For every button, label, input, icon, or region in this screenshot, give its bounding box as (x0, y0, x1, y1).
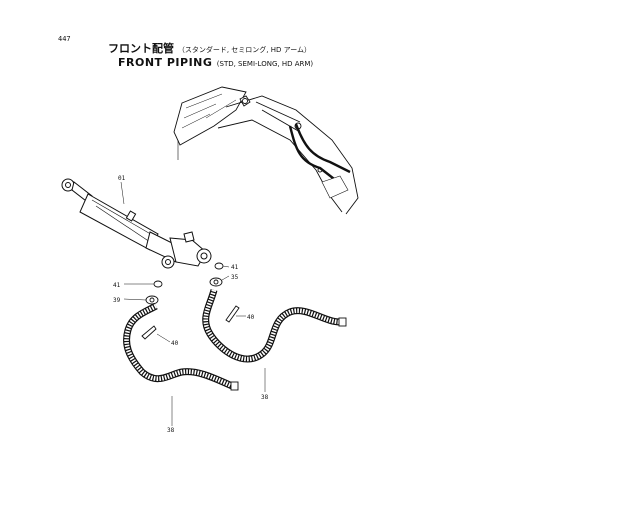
callout-40-left: 40 (171, 340, 179, 347)
page-number: 447 (58, 35, 71, 43)
bolt-40-right (225, 305, 240, 323)
inset-arm-illustration (173, 86, 359, 215)
title-japanese-sub: （スタンダード, セミロング, HD アーム） (177, 46, 311, 54)
title-english-main: FRONT PIPING (118, 56, 213, 69)
title-japanese: フロント配管 （スタンダード, セミロング, HD アーム） (108, 40, 311, 56)
title-japanese-main: フロント配管 (108, 42, 174, 55)
hose-assembly-left (123, 302, 239, 391)
bolt-40-left (141, 325, 157, 340)
callout-38-right: 38 (261, 394, 269, 401)
hose-assembly-right (202, 289, 347, 363)
leader-lines (120, 181, 266, 426)
bucket-cylinder (61, 178, 212, 269)
callout-41-left: 41 (113, 282, 121, 289)
callout-38-left: 38 (167, 427, 175, 434)
callout-01: 01 (118, 175, 126, 182)
callout-labels: 01 41 41 35 39 40 40 38 38 (113, 175, 269, 434)
callout-41-right: 41 (231, 264, 239, 271)
callout-39: 39 (113, 297, 121, 304)
o-ring-41-left (153, 280, 163, 288)
fittings (141, 262, 240, 340)
callout-40-right: 40 (247, 314, 255, 321)
title-english: FRONT PIPING (STD, SEMI-LONG, HD ARM) (118, 56, 313, 69)
callout-35: 35 (231, 274, 239, 281)
title-english-sub: (STD, SEMI-LONG, HD ARM) (216, 60, 314, 68)
o-ring-41-right (214, 262, 224, 270)
